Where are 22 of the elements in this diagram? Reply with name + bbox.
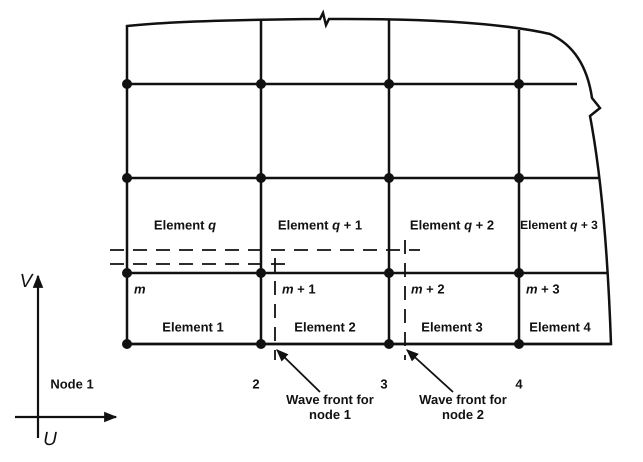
element-label: Element q + 2 (410, 218, 494, 232)
annotation-text: Wave front for node 1 (285, 392, 375, 422)
axis-label: U (43, 429, 57, 451)
node-number-label: m + 1 (282, 282, 316, 296)
node-number-label: m + 2 (411, 282, 445, 296)
annotation-text: Wave front for node 2 (418, 392, 508, 422)
node-label: 2 (252, 376, 260, 392)
node-label: 4 (515, 376, 523, 392)
axis-label: V (20, 271, 32, 293)
element-label: Element q (154, 218, 216, 232)
element-label: Element 1 (162, 320, 224, 334)
leader-arrow (276, 349, 321, 393)
node-label: Node 1 (50, 376, 94, 392)
element-label: Element q + 3 (520, 218, 598, 232)
element-label: Element 2 (294, 320, 356, 334)
node-number-label: m + 3 (526, 282, 560, 296)
element-label: Element q + 1 (278, 218, 362, 232)
element-label: Element 4 (529, 320, 591, 334)
node-number-label: m (134, 282, 146, 296)
element-label: Element 3 (421, 320, 483, 334)
leader-arrow (406, 349, 454, 393)
node-label: 3 (380, 376, 388, 392)
